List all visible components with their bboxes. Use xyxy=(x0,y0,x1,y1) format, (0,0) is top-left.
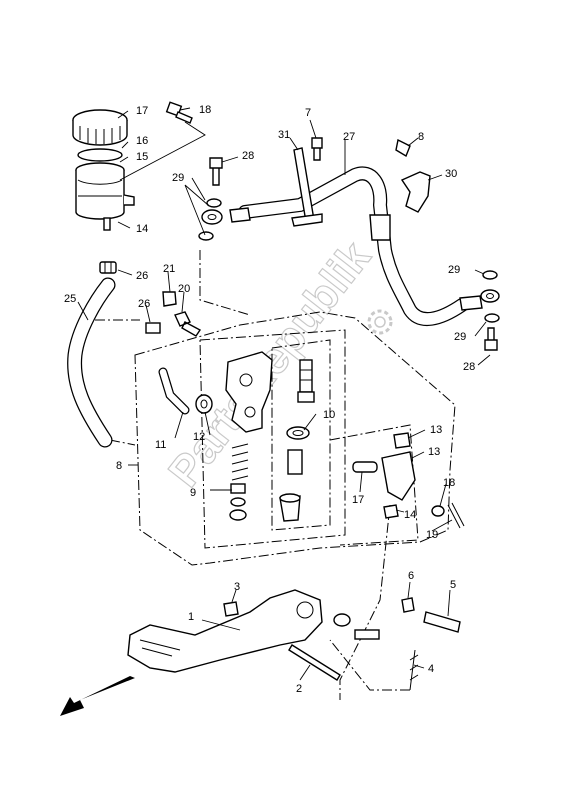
cotter-pin-19 xyxy=(447,502,465,529)
callout-21: 15 xyxy=(136,151,148,163)
return-spring-4 xyxy=(409,649,419,691)
bolt-15 xyxy=(174,311,202,337)
master-cylinder-body xyxy=(225,351,273,433)
callout-28-upper: 28 xyxy=(242,150,254,162)
callout-30: 30 xyxy=(445,168,457,180)
hose-guide-bracket xyxy=(291,147,323,227)
spring-bracket-5 xyxy=(423,611,461,633)
pivot-shaft-2 xyxy=(288,644,341,681)
pivot-link-line xyxy=(339,504,391,700)
pedal-nut-3 xyxy=(223,601,239,617)
reservoir-link-line xyxy=(95,319,140,446)
nut-14-lower xyxy=(383,504,399,519)
washer-29-c xyxy=(482,270,498,280)
hose-joint-11 xyxy=(158,367,190,415)
callout-26-lower: 26 xyxy=(138,298,150,310)
hose-link-line xyxy=(199,250,251,316)
push-rod xyxy=(297,359,315,403)
callout-25: 25 xyxy=(64,293,76,305)
assembly-group-outline xyxy=(134,311,456,566)
banjo-fitting-left xyxy=(201,209,223,225)
inner-group-outline-b xyxy=(271,339,331,531)
washer-leader xyxy=(184,184,209,236)
callout-10: 10 xyxy=(323,409,335,421)
washer-18 xyxy=(431,505,445,517)
callout-31: 31 xyxy=(278,129,290,141)
rod-end xyxy=(287,449,303,475)
callout-26-upper: 26 xyxy=(136,270,148,282)
callout-7-left: 7 xyxy=(305,107,311,119)
bolt-7-right xyxy=(395,138,411,158)
reservoir-diaphragm xyxy=(77,148,123,162)
hose-joint-16 xyxy=(162,291,177,307)
nut-14-upper xyxy=(393,432,411,449)
hose-clamp-lower xyxy=(145,322,161,334)
bolt-6 xyxy=(401,597,415,613)
circlip-10 xyxy=(286,426,310,440)
callout-29-right-upper: 29 xyxy=(448,264,460,276)
clevis-13 xyxy=(381,451,416,501)
washer-29-a xyxy=(206,198,222,208)
oring-12 xyxy=(195,394,213,414)
callout-24: 18 xyxy=(199,104,211,116)
leader-lines xyxy=(77,107,491,681)
piston-spring xyxy=(229,443,249,521)
pedal-pivot-bolt xyxy=(333,613,380,640)
callout-23: 17 xyxy=(136,105,148,117)
callout-20: 14 xyxy=(136,223,148,235)
boot-cover xyxy=(279,493,301,522)
hose-holder xyxy=(400,171,431,213)
inner-group-outline-a xyxy=(199,329,346,549)
callout-12: 12 xyxy=(193,431,205,443)
gear-logo-icon xyxy=(367,309,393,335)
bolt-28-lower xyxy=(484,327,498,351)
callout-16: 21 xyxy=(163,263,175,275)
washer-29-d xyxy=(484,313,500,323)
banjo-fitting-right xyxy=(480,289,500,303)
callout-11: 11 xyxy=(155,439,166,451)
hose-clamp-upper xyxy=(99,261,117,274)
brake-pedal xyxy=(127,589,323,673)
callout-labels-b: 13 12 12 xyxy=(430,424,442,436)
reservoir-body xyxy=(75,162,135,231)
reservoir-hose xyxy=(67,277,116,448)
callout-29-left: 29 xyxy=(172,172,184,184)
brake-hose xyxy=(229,166,483,327)
washer-29-b xyxy=(198,231,214,241)
front-direction-arrow xyxy=(60,676,135,716)
callout-22: 16 xyxy=(136,135,148,147)
callout-27: 27 xyxy=(343,131,355,143)
reservoir-bolt xyxy=(165,101,193,124)
callout-14-upper-text: 13 xyxy=(430,424,442,436)
callout-29-right-lower: 29 xyxy=(454,331,466,343)
reservoir-bolt-link xyxy=(119,121,206,181)
callout-7-right: 8 xyxy=(418,131,424,143)
pin-17 xyxy=(352,461,378,473)
callout-15: 20 xyxy=(178,283,190,295)
callout-28-lower: 28 xyxy=(463,361,475,373)
spring-link-line xyxy=(329,639,410,691)
bolt-7-left xyxy=(311,137,323,161)
callout-labels: 17 18 16 15 14 26 25 26 21 20 29 28 7 31… xyxy=(64,104,475,499)
bolt-28-upper xyxy=(209,157,223,186)
callout-8-label: 8 xyxy=(116,460,122,472)
callout-9: 9 xyxy=(190,487,196,499)
reservoir-cap xyxy=(72,109,128,146)
